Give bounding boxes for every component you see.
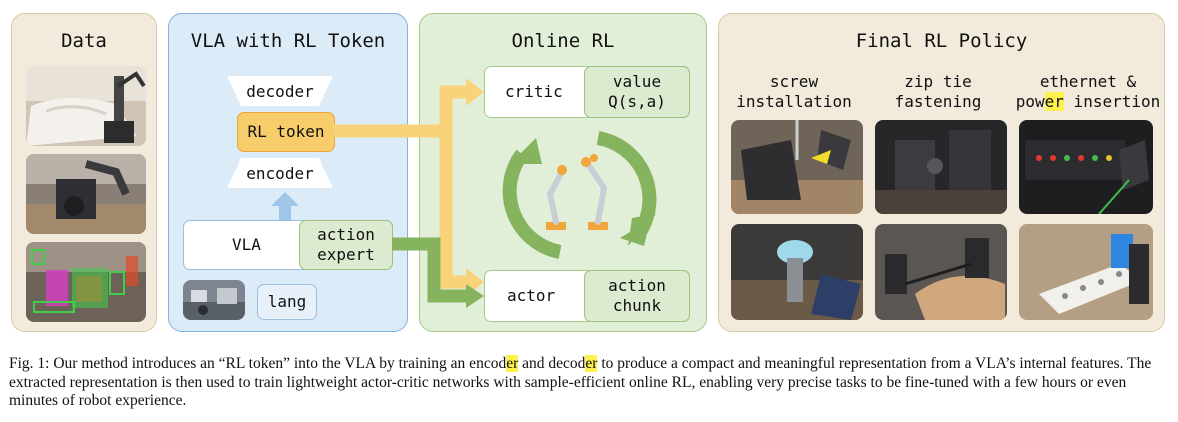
lang-box: lang (257, 284, 317, 320)
vla-panel: VLA with RL Token decoder RL token encod… (168, 13, 408, 332)
action-expert-box: action expert (299, 220, 393, 270)
data-photo-bedroom (26, 66, 146, 146)
photo-zip-tie-2 (875, 224, 1007, 320)
vla-panel-title: VLA with RL Token (190, 30, 386, 52)
photo-ethernet-1 (1019, 120, 1153, 214)
photo-screw-2 (731, 224, 863, 320)
photo-zip-tie-1 (875, 120, 1007, 214)
final-policy-title: Final RL Policy (855, 30, 1028, 52)
camera-observation-image (183, 280, 245, 320)
data-photo-table (26, 154, 146, 234)
task-label-zip-tie: zip tie fastening (894, 72, 982, 111)
task-label-ethernet: ethernet & power insertion (1015, 72, 1161, 111)
encoder-label: encoder (246, 164, 314, 183)
decoder-label: decoder (246, 82, 314, 101)
figure-caption: Fig. 1: Our method introduces an “RL tok… (9, 355, 1152, 409)
vla-label: VLA (232, 235, 261, 254)
online-rl-panel-title: Online RL (511, 30, 615, 52)
action-chunk-box: action chunk (584, 270, 690, 322)
task-label-screw: screw installation (736, 72, 852, 111)
data-panel: Data (11, 13, 157, 332)
value-box: value Q(s,a) (584, 66, 690, 118)
robot-arm-icon (546, 154, 608, 230)
photo-power-2 (1019, 224, 1153, 320)
critic-label: critic (505, 82, 563, 101)
actor-label: actor (507, 286, 556, 305)
autoencoder-bottom (227, 159, 333, 188)
vla-to-encoder-arrow (271, 192, 299, 226)
flow-arrows (334, 78, 484, 308)
rl-token-box: RL token (237, 112, 335, 152)
online-rl-loop (502, 131, 657, 259)
data-panel-title: Data (61, 30, 107, 52)
photo-screw-1 (731, 120, 863, 214)
data-photo-detections (26, 242, 146, 322)
final-policy-panel: Final RL Policy screw installation zip t… (718, 13, 1165, 332)
